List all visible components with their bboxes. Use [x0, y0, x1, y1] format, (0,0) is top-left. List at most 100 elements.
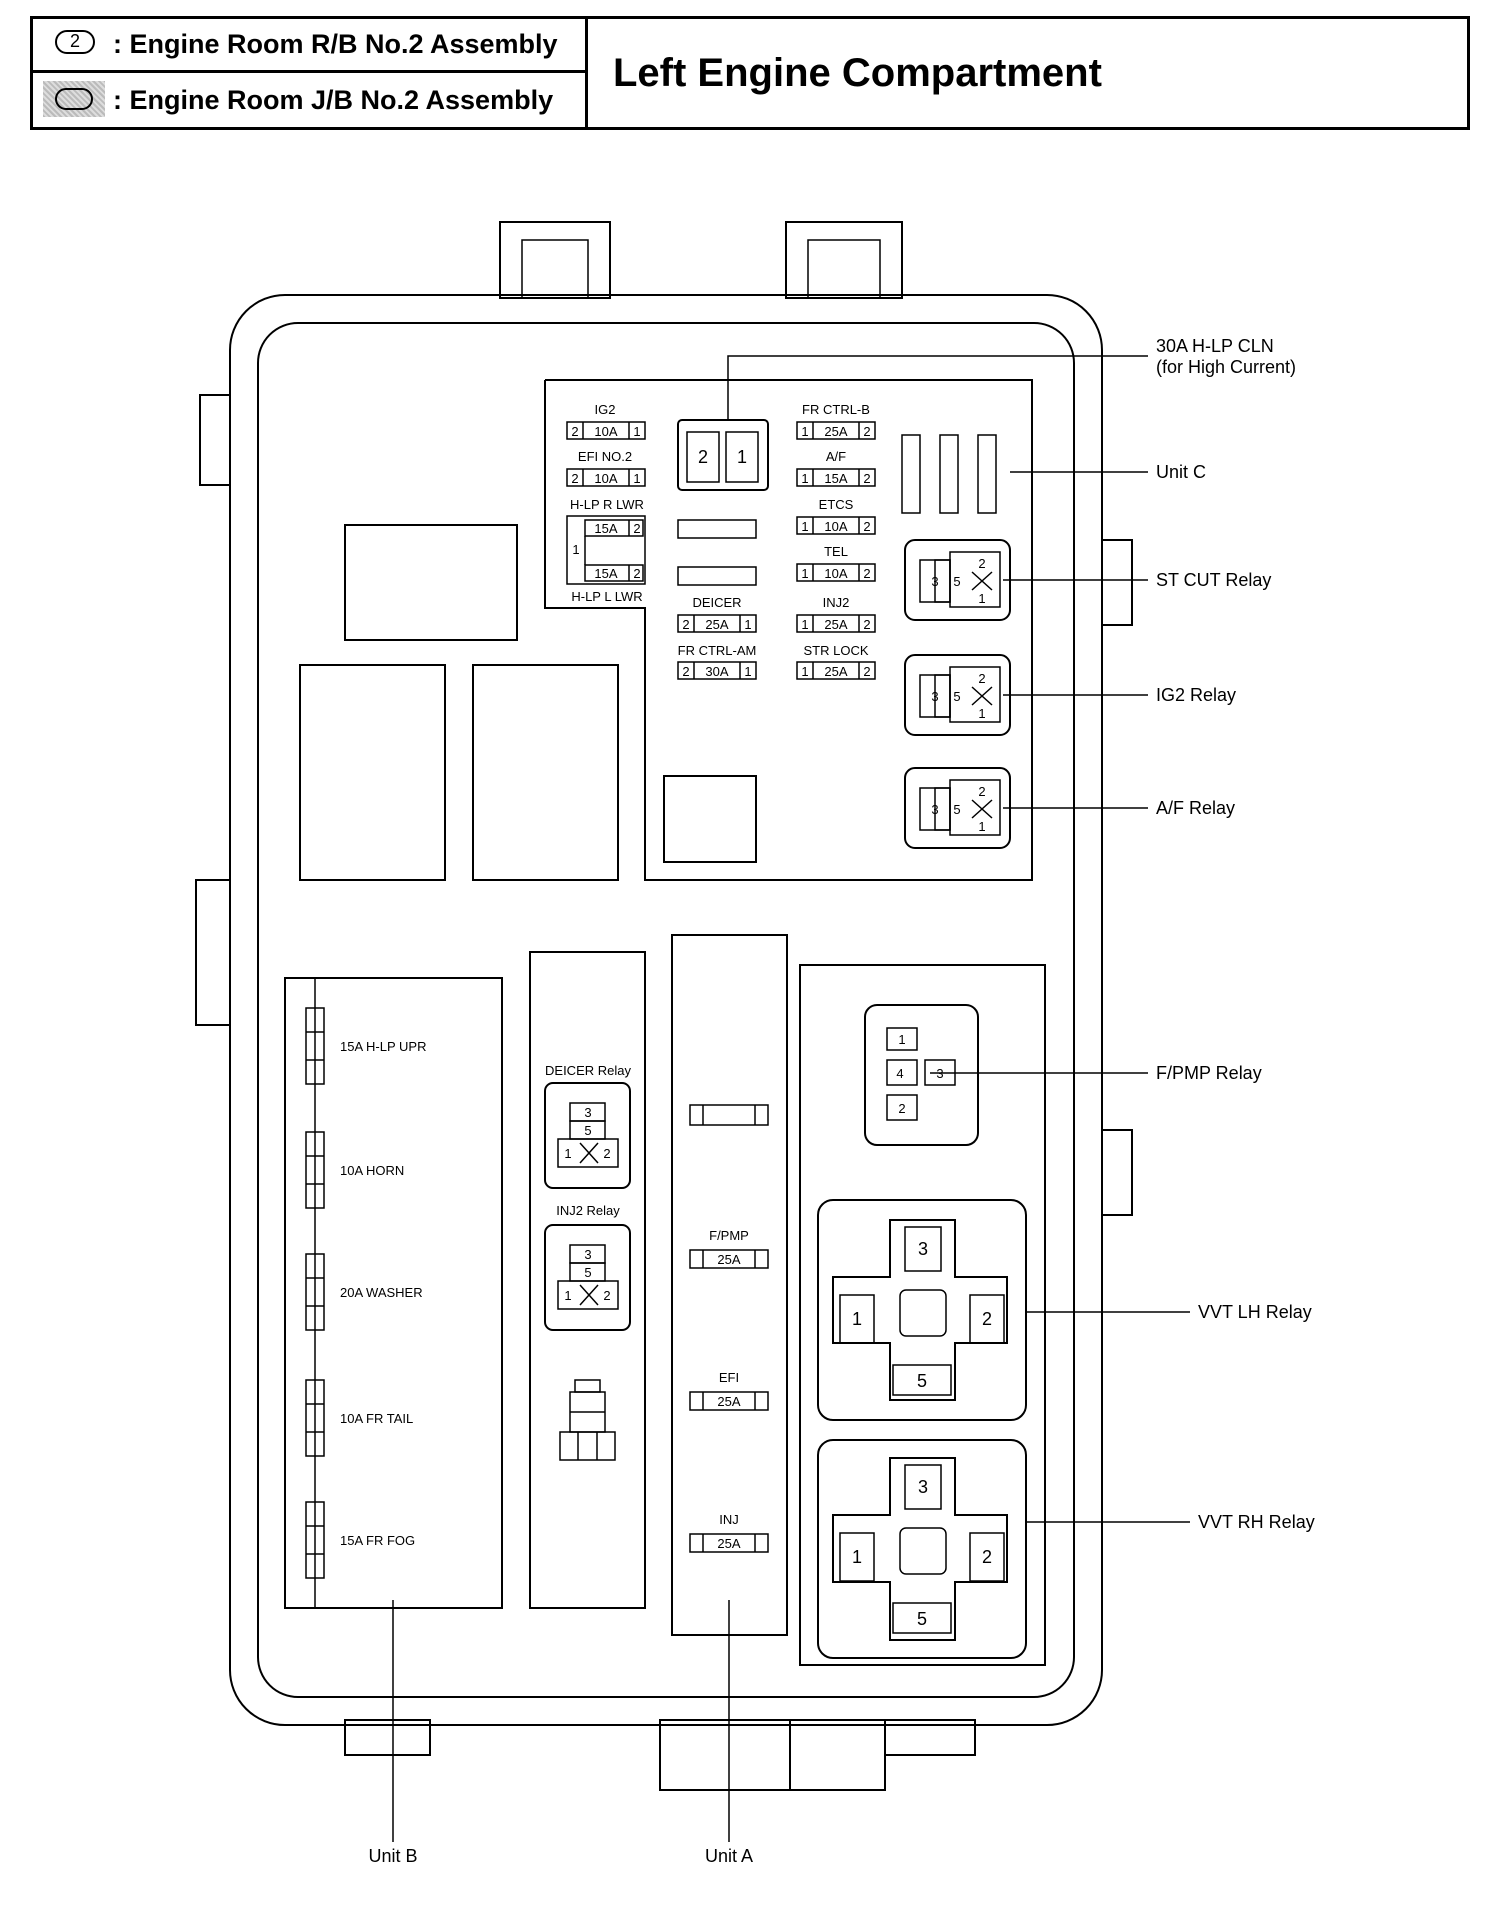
svg-text:3: 3: [931, 802, 938, 817]
svg-text:1: 1: [801, 424, 808, 439]
svg-text:INJ: INJ: [719, 1512, 739, 1527]
svg-text:Unit B: Unit B: [368, 1846, 417, 1866]
fuse-efi-no2: EFI NO.2 2 10A 1: [566, 449, 646, 487]
svg-text:10A: 10A: [824, 566, 847, 581]
hlp-cln-fuse: 2 1: [677, 419, 769, 491]
svg-text:1: 1: [572, 542, 579, 557]
svg-text:3: 3: [584, 1247, 591, 1262]
svg-text:STR LOCK: STR LOCK: [803, 643, 868, 658]
svg-text:25A: 25A: [824, 664, 847, 679]
svg-text:1: 1: [852, 1309, 862, 1329]
blank-fuse: [677, 519, 757, 539]
svg-text:10A: 10A: [824, 519, 847, 534]
svg-text:1: 1: [744, 617, 751, 632]
blank-fuse: [677, 566, 757, 586]
svg-text:1: 1: [801, 617, 808, 632]
svg-text:5: 5: [953, 574, 960, 589]
fuse-ig2: IG2 2 10A 1: [566, 402, 646, 440]
svg-text:25A: 25A: [705, 617, 728, 632]
svg-text:F/PMP Relay: F/PMP Relay: [1156, 1063, 1262, 1083]
svg-text:2: 2: [978, 784, 985, 799]
svg-text:F/PMP: F/PMP: [709, 1228, 749, 1243]
svg-text:25A: 25A: [717, 1394, 740, 1409]
svg-text:A/F Relay: A/F Relay: [1156, 798, 1235, 818]
svg-text:1: 1: [633, 424, 640, 439]
svg-text:2: 2: [863, 664, 870, 679]
fuse-af: A/F 1 15A 2: [796, 449, 876, 487]
svg-text:ETCS: ETCS: [819, 497, 854, 512]
svg-text:2: 2: [633, 566, 640, 581]
svg-text:2: 2: [603, 1288, 610, 1303]
svg-text:1: 1: [978, 706, 985, 721]
unit-c: [901, 434, 997, 514]
fuse-hlp-lwr: H-LP R LWR 1 15A 2 15A 2 H-LP L LWR: [566, 497, 646, 604]
svg-text:1: 1: [801, 471, 808, 486]
svg-text:25A: 25A: [824, 424, 847, 439]
svg-text:2: 2: [571, 424, 578, 439]
svg-text:3: 3: [584, 1105, 591, 1120]
svg-text:1: 1: [564, 1288, 571, 1303]
svg-text:1: 1: [801, 664, 808, 679]
svg-text:ST CUT Relay: ST CUT Relay: [1156, 570, 1271, 590]
svg-text:10A: 10A: [594, 471, 617, 486]
rb-symbol-icon: 2: [33, 18, 113, 72]
svg-text:2: 2: [682, 617, 689, 632]
fuse-tel: TEL 1 10A 2: [796, 544, 876, 582]
svg-text:10A FR TAIL: 10A FR TAIL: [340, 1411, 413, 1426]
ig2-relay: 3 5 2 1: [904, 654, 1011, 736]
svg-text:3: 3: [931, 689, 938, 704]
svg-text:DEICER: DEICER: [692, 595, 741, 610]
svg-text:1: 1: [633, 471, 640, 486]
svg-text:1: 1: [801, 519, 808, 534]
svg-text:30A H-LP CLN: 30A H-LP CLN: [1156, 336, 1274, 356]
fuse-inj2: INJ2 1 25A 2: [796, 595, 876, 633]
blank-socket: [663, 775, 757, 863]
svg-text:INJ2 Relay: INJ2 Relay: [556, 1203, 620, 1218]
svg-text:2: 2: [898, 1101, 905, 1116]
svg-text:VVT RH Relay: VVT RH Relay: [1198, 1512, 1315, 1532]
svg-text:Unit A: Unit A: [705, 1846, 753, 1866]
svg-text:1: 1: [564, 1146, 571, 1161]
st-cut-relay: 3 5 2 1: [904, 539, 1011, 621]
header: 2 : Engine Room R/B No.2 Assembly : Engi…: [30, 16, 1470, 130]
svg-text:10A HORN: 10A HORN: [340, 1163, 404, 1178]
svg-text:25A: 25A: [717, 1252, 740, 1267]
fuse-fr-ctrl-am: FR CTRL-AM 2 30A 1: [677, 643, 757, 680]
svg-text:IG2: IG2: [595, 402, 616, 417]
svg-text:IG2 Relay: IG2 Relay: [1156, 685, 1236, 705]
svg-text:Unit C: Unit C: [1156, 462, 1206, 482]
svg-text:10A: 10A: [594, 424, 617, 439]
svg-text:3: 3: [931, 574, 938, 589]
vvt-rh-relay: 3 1 2 5: [817, 1439, 1027, 1659]
svg-text:15A H-LP UPR: 15A H-LP UPR: [340, 1039, 426, 1054]
svg-text:5: 5: [584, 1265, 591, 1280]
svg-text:2: 2: [978, 671, 985, 686]
svg-text:EFI: EFI: [719, 1370, 739, 1385]
svg-text:1: 1: [978, 591, 985, 606]
svg-text:2: 2: [982, 1309, 992, 1329]
svg-text:FR CTRL-B: FR CTRL-B: [802, 402, 870, 417]
svg-text:2: 2: [863, 566, 870, 581]
svg-text:15A: 15A: [594, 566, 617, 581]
blank-socket: [299, 664, 446, 881]
upper-fuse-block: [544, 379, 1033, 881]
svg-text:VVT LH Relay: VVT LH Relay: [1198, 1302, 1312, 1322]
svg-text:TEL: TEL: [824, 544, 848, 559]
svg-text:5: 5: [953, 689, 960, 704]
svg-text:2: 2: [863, 424, 870, 439]
fuse-etcs: ETCS 1 10A 2: [796, 497, 876, 535]
right-relay-panel: [799, 964, 1046, 1666]
svg-text:2: 2: [603, 1146, 610, 1161]
svg-text:3: 3: [918, 1239, 928, 1259]
svg-text:4: 4: [896, 1066, 903, 1081]
leader-lines: [392, 355, 1190, 1842]
svg-text:20A WASHER: 20A WASHER: [340, 1285, 423, 1300]
svg-text:1: 1: [801, 566, 808, 581]
svg-text:25A: 25A: [824, 617, 847, 632]
svg-text:15A: 15A: [594, 521, 617, 536]
svg-text:1: 1: [898, 1032, 905, 1047]
legend-label-rb: : Engine Room R/B No.2 Assembly: [113, 29, 558, 59]
svg-text:2: 2: [633, 521, 640, 536]
svg-text:H-LP L LWR: H-LP L LWR: [571, 589, 642, 604]
